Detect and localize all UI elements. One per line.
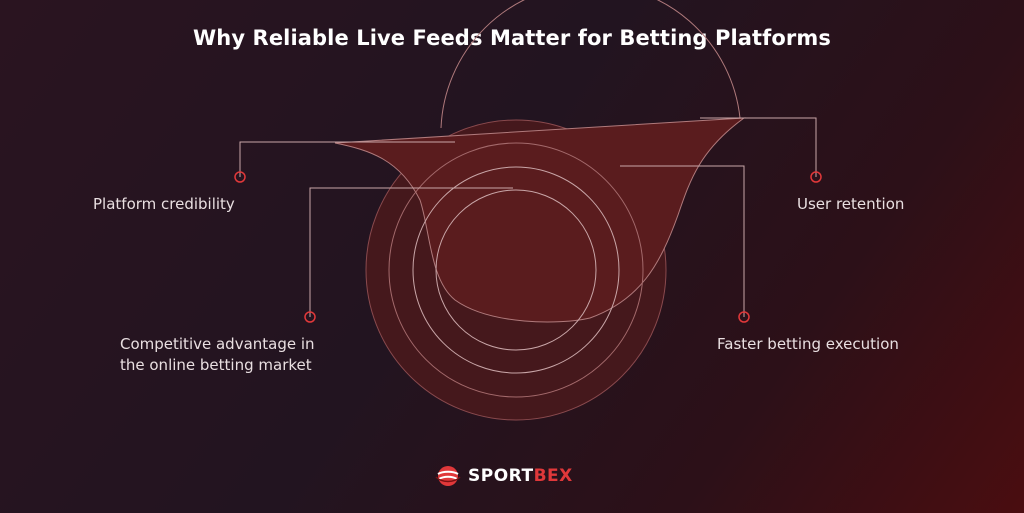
logo-wordmark: SPORTBEX bbox=[468, 466, 573, 486]
connector-faster-execution bbox=[620, 165, 745, 317]
logo-text-bex: BEX bbox=[533, 466, 573, 486]
middle-ring bbox=[412, 166, 620, 374]
label-competitive-line2: the online betting market bbox=[120, 356, 312, 374]
label-faster-execution: Faster betting execution bbox=[717, 335, 899, 353]
outer-ring bbox=[388, 142, 644, 398]
inner-ring bbox=[435, 189, 597, 351]
outer-ring-arc bbox=[440, 0, 741, 129]
connector-platform-credibility bbox=[239, 141, 455, 177]
page-title: Why Reliable Live Feeds Matter for Betti… bbox=[193, 26, 831, 50]
label-competitive-advantage: Competitive advantage in the online bett… bbox=[120, 334, 315, 376]
connector-competitive-advantage bbox=[309, 187, 513, 317]
label-user-retention: User retention bbox=[797, 195, 905, 213]
marker-platform-credibility bbox=[234, 171, 246, 183]
sportbex-ball-logo-icon bbox=[435, 466, 461, 486]
label-platform-credibility: Platform credibility bbox=[93, 195, 235, 213]
marker-faster-execution bbox=[738, 311, 750, 323]
sportbex-logo: SPORTBEX bbox=[434, 463, 573, 489]
funnel-shape bbox=[334, 117, 746, 323]
label-competitive-line1: Competitive advantage in bbox=[120, 335, 315, 353]
marker-competitive-advantage bbox=[304, 311, 316, 323]
marker-user-retention bbox=[810, 171, 822, 183]
logo-text-sport: SPORT bbox=[468, 466, 534, 486]
connector-user-retention bbox=[700, 117, 817, 177]
